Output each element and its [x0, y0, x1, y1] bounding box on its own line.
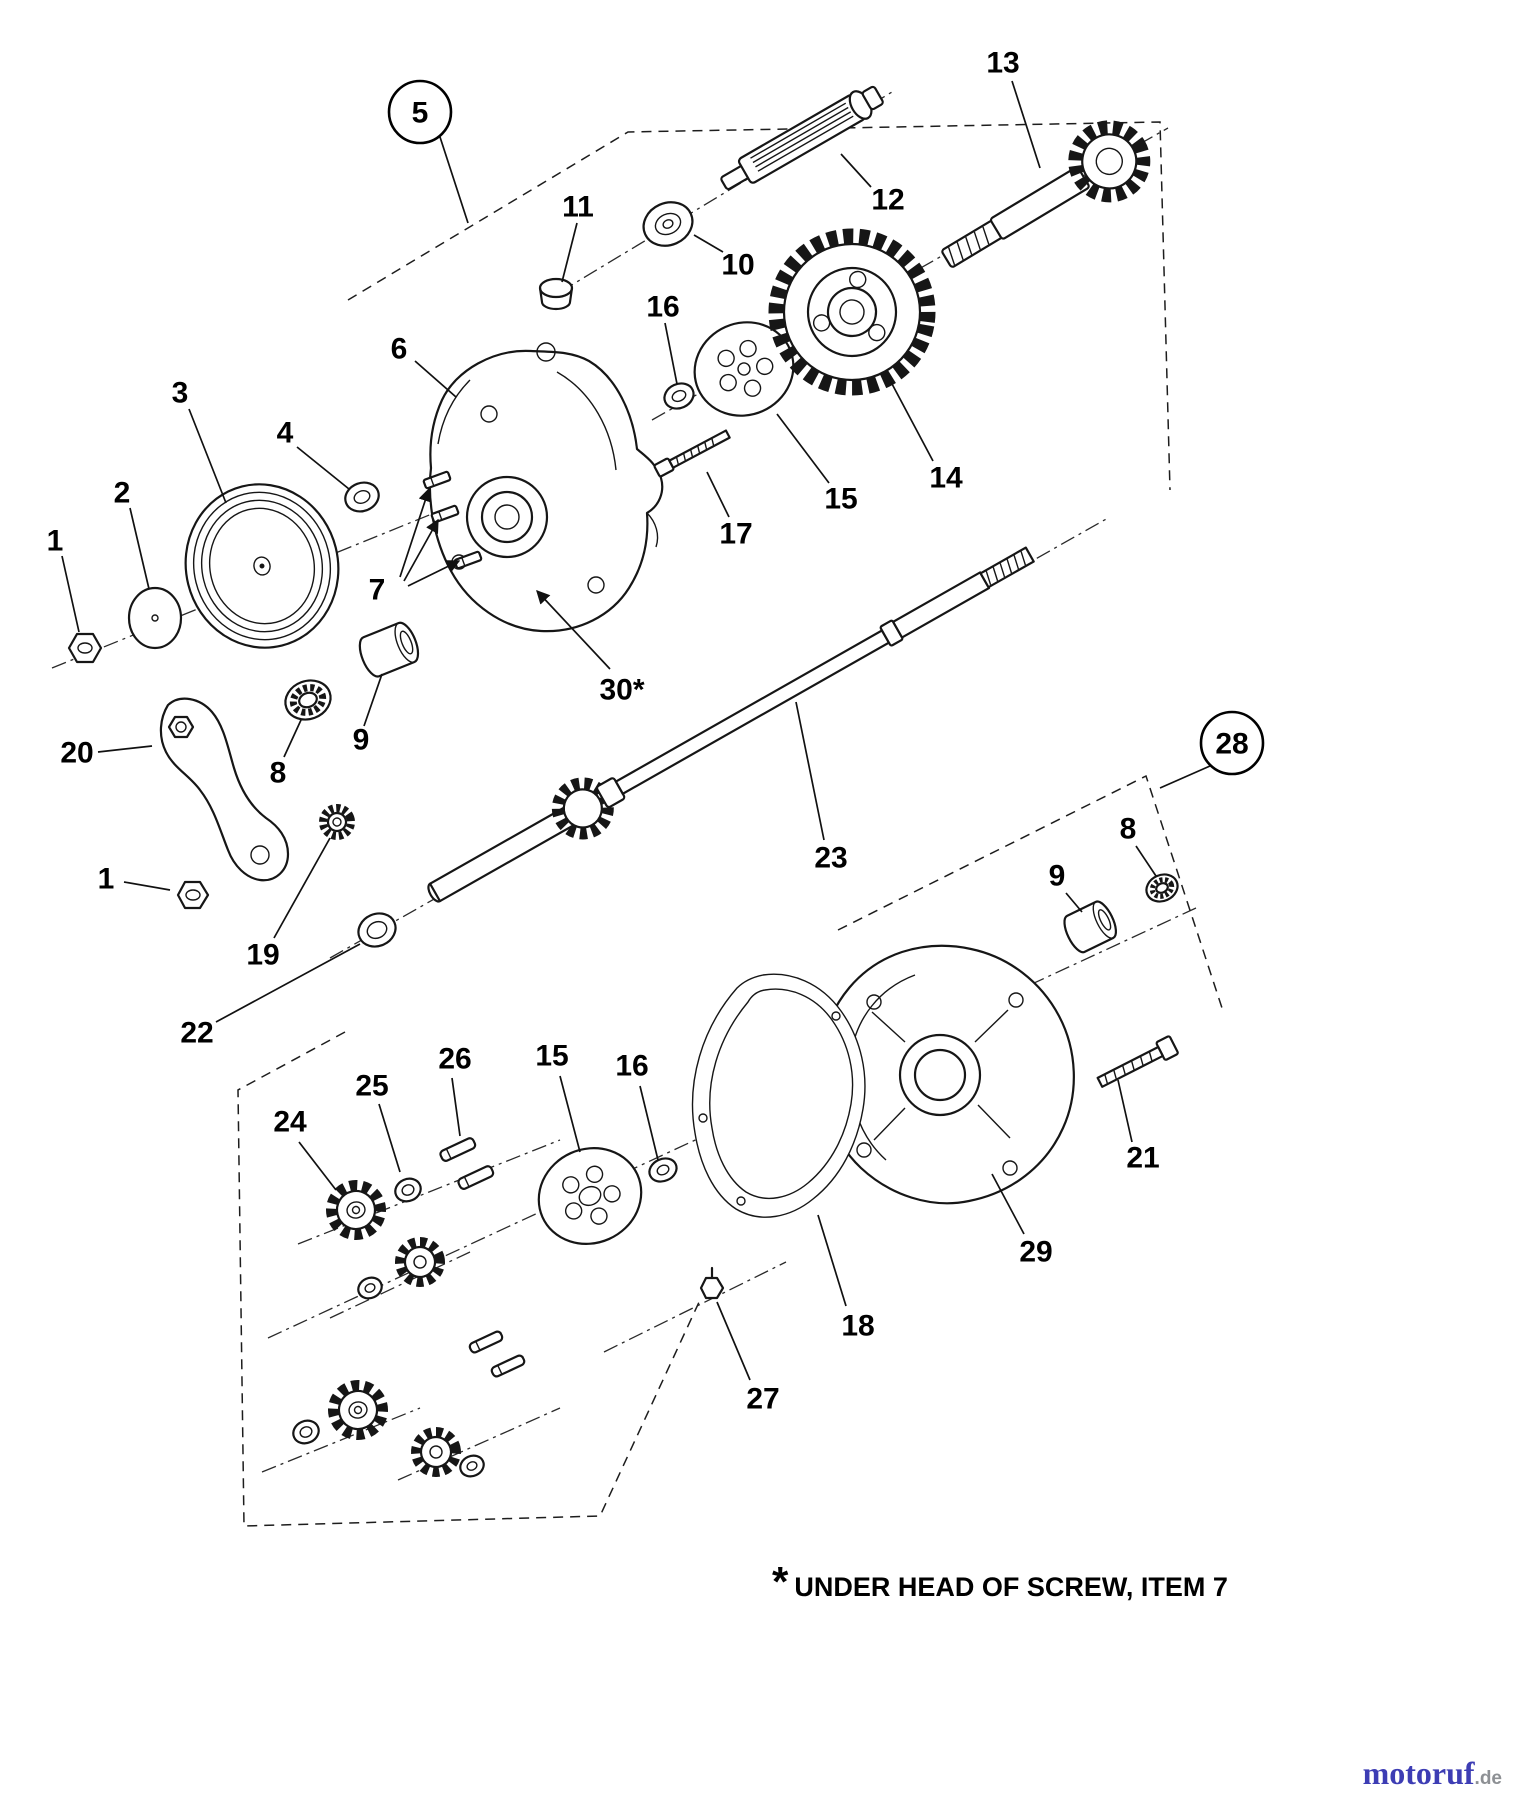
part-pinion-bushing-1	[394, 1177, 422, 1203]
part-bushing-left	[358, 621, 420, 678]
part-flat-washer	[127, 586, 183, 650]
callout-9-left: 9	[353, 724, 370, 757]
part-pinion-bushing-2	[357, 1276, 383, 1300]
callout-8-right: 8	[1120, 813, 1137, 846]
callout-balloon-28: 28	[1199, 710, 1265, 776]
part-screw	[653, 429, 731, 478]
callout-13: 13	[986, 47, 1019, 80]
part-pinion-bushing-4	[459, 1454, 485, 1478]
part-bearing-washer-left	[284, 679, 332, 721]
leader-lines	[61, 80, 1211, 1381]
callout-21: 21	[1126, 1142, 1159, 1175]
part-gear-housing-rear	[820, 944, 1075, 1205]
part-gasket	[691, 973, 866, 1218]
callout-labels: 5 28 1 2 3 4 6 7 8 9 10 11 12 13 14 15 1…	[47, 47, 1265, 1416]
callout-7: 7	[369, 574, 386, 607]
part-spacer-bushing	[357, 912, 397, 948]
watermark: motoruf.de	[1363, 1755, 1502, 1791]
part-washer-small	[344, 481, 380, 513]
callout-9-right: 9	[1049, 860, 1066, 893]
callout-12: 12	[871, 184, 904, 217]
callout-15-bottom: 15	[535, 1040, 568, 1073]
part-pinion-pin-1	[439, 1137, 477, 1162]
part-pinion-gear-2	[395, 1237, 445, 1287]
callout-6: 6	[391, 333, 408, 366]
part-thrust-washer-top	[663, 382, 695, 410]
callout-2: 2	[114, 477, 131, 510]
part-pinion-bushing-3	[292, 1419, 320, 1445]
callout-18: 18	[841, 1310, 874, 1343]
footnote: *UNDER HEAD OF SCREW, ITEM 7	[772, 1558, 1228, 1605]
assembly-boundaries	[237, 121, 1223, 1527]
part-pulley	[184, 483, 340, 649]
callout-4: 4	[277, 417, 294, 450]
part-studs	[422, 470, 483, 570]
callout-1-bottom: 1	[98, 863, 115, 896]
part-push-nut	[699, 1266, 725, 1300]
part-pinion-pin-4	[490, 1354, 526, 1378]
part-drive-plate-top	[693, 321, 795, 417]
callout-16-bottom: 16	[615, 1050, 648, 1083]
callout-8-left: 8	[270, 757, 287, 790]
callout-25: 25	[355, 1070, 388, 1103]
callout-29: 29	[1019, 1236, 1052, 1269]
callout-11: 11	[562, 191, 594, 224]
part-hex-nut-bottom	[176, 880, 210, 910]
part-pinion-gear-4	[411, 1427, 461, 1477]
part-lock-washer	[319, 804, 355, 840]
callout-17: 17	[719, 518, 752, 551]
part-pinion-pin-3	[468, 1330, 504, 1354]
watermark-tld: .de	[1475, 1768, 1502, 1789]
part-hex-nut-top	[67, 632, 103, 664]
callout-balloon-5: 5	[387, 79, 453, 145]
part-vent-plug	[538, 277, 574, 311]
part-drive-plate-bottom	[537, 1147, 643, 1245]
callout-14: 14	[929, 462, 963, 495]
footnote-asterisk: *	[772, 1558, 789, 1605]
footnote-text: UNDER HEAD OF SCREW, ITEM 7	[794, 1572, 1228, 1602]
callout-26: 26	[438, 1043, 471, 1076]
callout-19: 19	[246, 939, 279, 972]
part-thrust-washer-bottom	[648, 1157, 678, 1183]
watermark-name: motoruf	[1363, 1755, 1475, 1791]
part-bearing-washer-right	[1145, 873, 1179, 903]
part-axle-shaft	[427, 546, 1035, 903]
part-spline-shaft	[720, 85, 884, 191]
callout-27: 27	[746, 1383, 779, 1416]
part-hex-bolt	[1096, 1035, 1179, 1088]
callout-20: 20	[60, 737, 93, 770]
callout-24: 24	[273, 1106, 307, 1139]
part-pinion-gear-3	[328, 1380, 388, 1440]
part-drive-gear	[768, 228, 936, 396]
part-idler-bracket	[159, 697, 290, 882]
callout-5: 5	[412, 97, 429, 130]
part-bearing	[642, 201, 694, 247]
callout-16-top: 16	[646, 291, 679, 324]
callout-1-top: 1	[47, 525, 64, 558]
callout-23: 23	[814, 842, 847, 875]
callout-3: 3	[172, 377, 189, 410]
callout-10: 10	[721, 249, 754, 282]
part-pinion-gear-1	[326, 1180, 386, 1240]
part-pinion-shaft	[941, 120, 1151, 268]
callout-28: 28	[1215, 728, 1248, 761]
part-pinion-pin-2	[457, 1165, 495, 1190]
callout-15-top: 15	[824, 483, 857, 516]
part-gear-housing-front	[428, 342, 664, 633]
part-bushing-right	[1063, 900, 1118, 954]
callout-22: 22	[180, 1017, 213, 1050]
callout-30: 30*	[599, 674, 644, 707]
